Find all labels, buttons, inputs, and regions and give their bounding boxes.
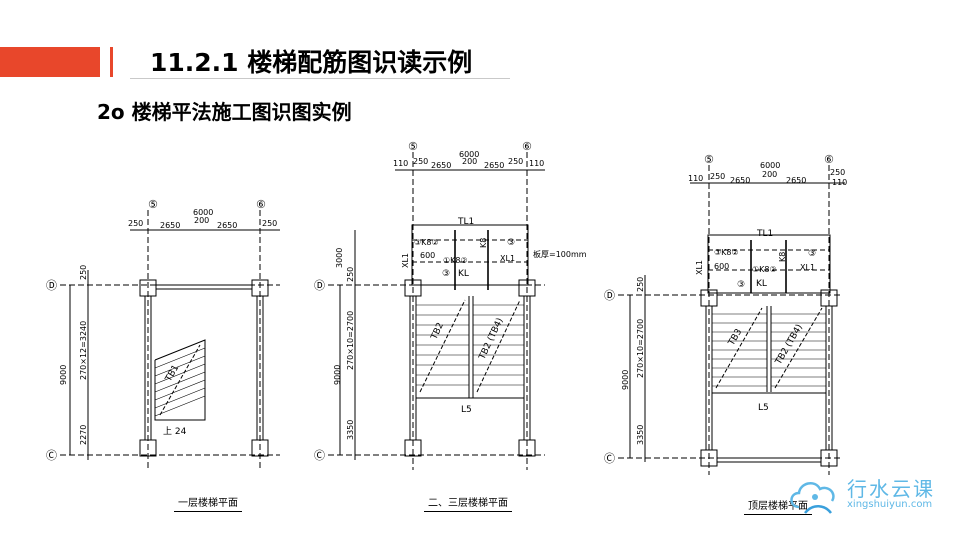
- beam-xl-left: XL1: [401, 253, 410, 268]
- dim-edge-left: 250: [128, 219, 143, 228]
- rebar-no-3a: ③: [808, 249, 816, 259]
- title-underline: [130, 78, 510, 79]
- dim-v2: 270×12=3240: [79, 321, 88, 380]
- axis-label-d: Ⓓ: [46, 279, 57, 292]
- slide-title: 11.2.1 楼梯配筋图识读示例: [150, 48, 473, 77]
- flight-label-tb3: TB3: [726, 327, 744, 348]
- dim-v1: 250: [346, 267, 355, 282]
- dim-seg2: 2650: [786, 176, 806, 185]
- dim-edge-right: 250: [262, 219, 277, 228]
- rebar-k8-b: ①K8②: [443, 256, 468, 265]
- dim-total: 6000: [459, 150, 479, 159]
- rebar-k8-c: K8: [778, 252, 787, 262]
- dim-total: 6000: [193, 208, 213, 217]
- axis-label-5: ⑤: [408, 140, 418, 153]
- dim-edge-left: 250: [413, 157, 428, 166]
- watermark-name: 行水云课: [847, 477, 935, 501]
- beam-tl1: TL1: [756, 229, 773, 239]
- dim-edge-right: 250: [830, 168, 845, 177]
- dim-v3: 3350: [636, 425, 645, 445]
- axis-label-c: Ⓒ: [314, 449, 325, 462]
- dim-600: 600: [714, 262, 729, 271]
- slab-note: 板厚=100mm: [533, 249, 587, 259]
- dim-seg2: 2650: [217, 221, 237, 230]
- beam-tl1: TL1: [457, 217, 474, 227]
- axis-label-6: ⑥: [522, 140, 532, 153]
- axis-label-d: Ⓓ: [604, 289, 615, 302]
- axis-label-5: ⑤: [704, 153, 714, 166]
- dim-v3: 2270: [79, 425, 88, 445]
- plan-first-floor: ⑤ ⑥ 6000 250 2650 200 2650 250 Ⓓ Ⓒ 9000 …: [46, 198, 280, 470]
- rebar-no-3a: ③: [507, 238, 515, 248]
- title-accent-mark: [110, 47, 113, 77]
- dim-seg1: 2650: [730, 176, 750, 185]
- flight-label-tb2: TB2: [429, 321, 446, 342]
- plan-second-third-floor: ⑤ ⑥ 6000 110 250 2650 200 2650 250 110 Ⓓ…: [314, 140, 587, 470]
- dim-mid: 200: [762, 170, 777, 179]
- axis-label-d: Ⓓ: [314, 279, 325, 292]
- dim-total: 6000: [760, 161, 780, 170]
- axis-label-5: ⑤: [148, 198, 158, 211]
- caption-first-floor: 一层楼梯平面: [174, 494, 242, 512]
- rebar-k8-a: ③K8②: [714, 248, 739, 257]
- beam-kl: KL: [458, 269, 469, 279]
- note-up: 上 24: [163, 426, 187, 437]
- dim-vertical: 9000: [621, 370, 630, 390]
- dim-seg2: 2650: [484, 161, 504, 170]
- dim-outer-right: 110: [832, 178, 847, 187]
- dim-v2: 270×10=2700: [636, 319, 645, 378]
- rebar-k8-c: K8: [479, 238, 488, 248]
- dim-seg1: 2650: [431, 161, 451, 170]
- dim-600: 600: [420, 251, 435, 260]
- axis-label-c: Ⓒ: [604, 452, 615, 465]
- dim-v1: 250: [79, 265, 88, 280]
- watermark-url: xingshuiyun.com: [847, 499, 933, 510]
- beam-xl-right: XL1: [800, 263, 815, 272]
- beam-l5: L5: [758, 403, 769, 413]
- axis-label-6: ⑥: [824, 153, 834, 166]
- dim-v2: 270×10=2700: [346, 311, 355, 370]
- watermark-logo: 行水云课 xingshuiyun.com: [785, 467, 955, 527]
- axis-label-6: ⑥: [256, 198, 266, 211]
- beam-kl: KL: [756, 279, 767, 289]
- beam-xl-left: XL1: [695, 260, 704, 275]
- dim-v3: 3350: [346, 420, 355, 440]
- section-subtitle: 2o 楼梯平法施工图识图实例: [97, 100, 352, 124]
- plan-top-floor: ⑤ ⑥ 6000 110 250 2650 200 2650 250 110 Ⓓ…: [604, 153, 847, 475]
- caption-top-floor: 顶层楼梯平面: [744, 497, 812, 515]
- rebar-no-3b: ③: [442, 269, 450, 279]
- dim-v1: 250: [636, 277, 645, 292]
- dim-outer-left: 110: [688, 174, 703, 183]
- dim-outer-left: 110: [393, 159, 408, 168]
- rebar-no-3b: ③: [737, 280, 745, 290]
- dim-top: 3000: [335, 248, 344, 268]
- title-accent-bar: [0, 47, 100, 77]
- caption-second-third-floor: 二、三层楼梯平面: [424, 494, 512, 512]
- dim-edge-left: 250: [710, 172, 725, 181]
- beam-l5: L5: [461, 405, 472, 415]
- flight-label-tb2-tb4: TB2 (TB4): [477, 317, 505, 363]
- dim-mid: 200: [462, 157, 477, 166]
- dim-mid: 200: [194, 216, 209, 225]
- dim-seg1: 2650: [160, 221, 180, 230]
- dim-vertical: 9000: [59, 365, 68, 385]
- cloud-water-icon: [790, 481, 835, 514]
- dim-outer-right: 110: [529, 159, 544, 168]
- dim-edge-right: 250: [508, 157, 523, 166]
- dim-vertical: 9000: [333, 365, 342, 385]
- beam-xl-right: XL1: [500, 254, 515, 263]
- rebar-k8-a: ③K8②: [414, 238, 439, 247]
- rebar-k8-b: ①K8②: [752, 265, 777, 274]
- axis-label-c: Ⓒ: [46, 449, 57, 462]
